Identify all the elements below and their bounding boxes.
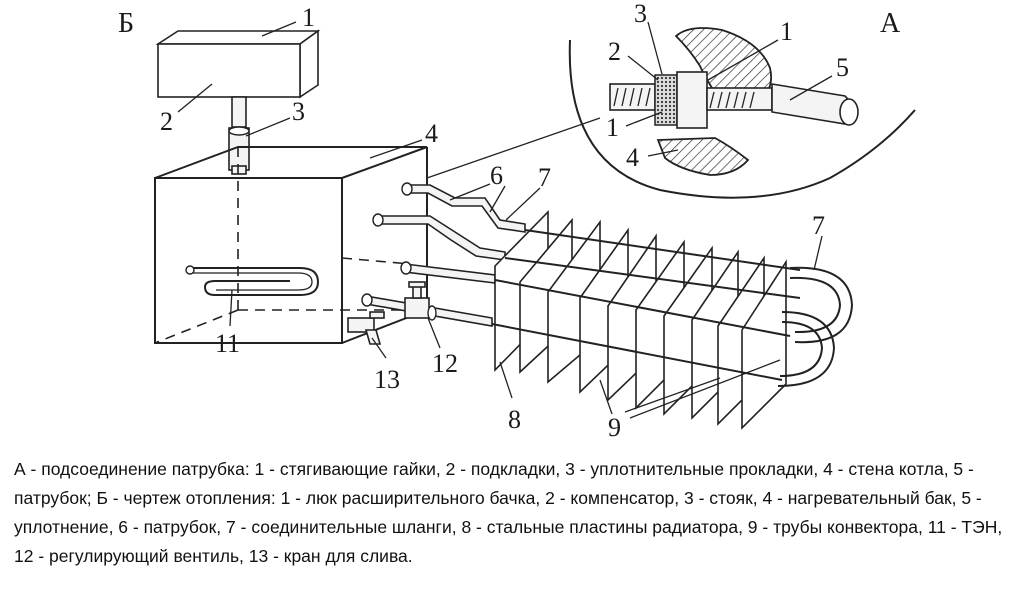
label-a5: 5 [836,53,849,82]
view-a-label: А [880,8,901,39]
label-b4: 4 [425,119,438,148]
label-a3: 3 [634,0,647,28]
regulating-valve [404,281,437,321]
label-b2: 2 [160,107,173,136]
label-a1: 1 [780,17,793,46]
view-b-label: Б [118,8,134,39]
radiator-plates [494,210,787,430]
label-b8: 8 [508,405,521,434]
label-a4: 4 [626,143,639,172]
label-a1b: 1 [606,113,619,142]
label-a2: 2 [608,37,621,66]
label-b7-right: 7 [812,211,825,240]
figure-caption: А - подсоединение патрубка: 1 - стягиваю… [14,459,1003,566]
riser-pipe [228,126,250,175]
heating-diagram: Б А 1 2 3 4 6 7 7 8 9 11 12 13 1 1 2 3 4… [118,0,916,442]
label-b7: 7 [538,163,551,192]
expansion-tank [155,29,321,99]
label-b3: 3 [292,97,305,126]
detail-a [568,27,916,199]
leader-lines [177,21,833,419]
label-b9: 9 [608,413,621,442]
heating-tank [154,146,428,344]
label-b12: 12 [432,349,458,378]
connecting-hoses [777,266,854,387]
label-b13: 13 [374,365,400,394]
heating-element [185,265,320,296]
label-b6: 6 [490,161,503,190]
nozzles [361,182,526,327]
drain-tap [347,311,385,345]
convector-tubes [491,229,801,381]
label-b1: 1 [302,3,315,32]
compensator-pipe [231,96,247,128]
label-b11: 11 [215,329,240,358]
